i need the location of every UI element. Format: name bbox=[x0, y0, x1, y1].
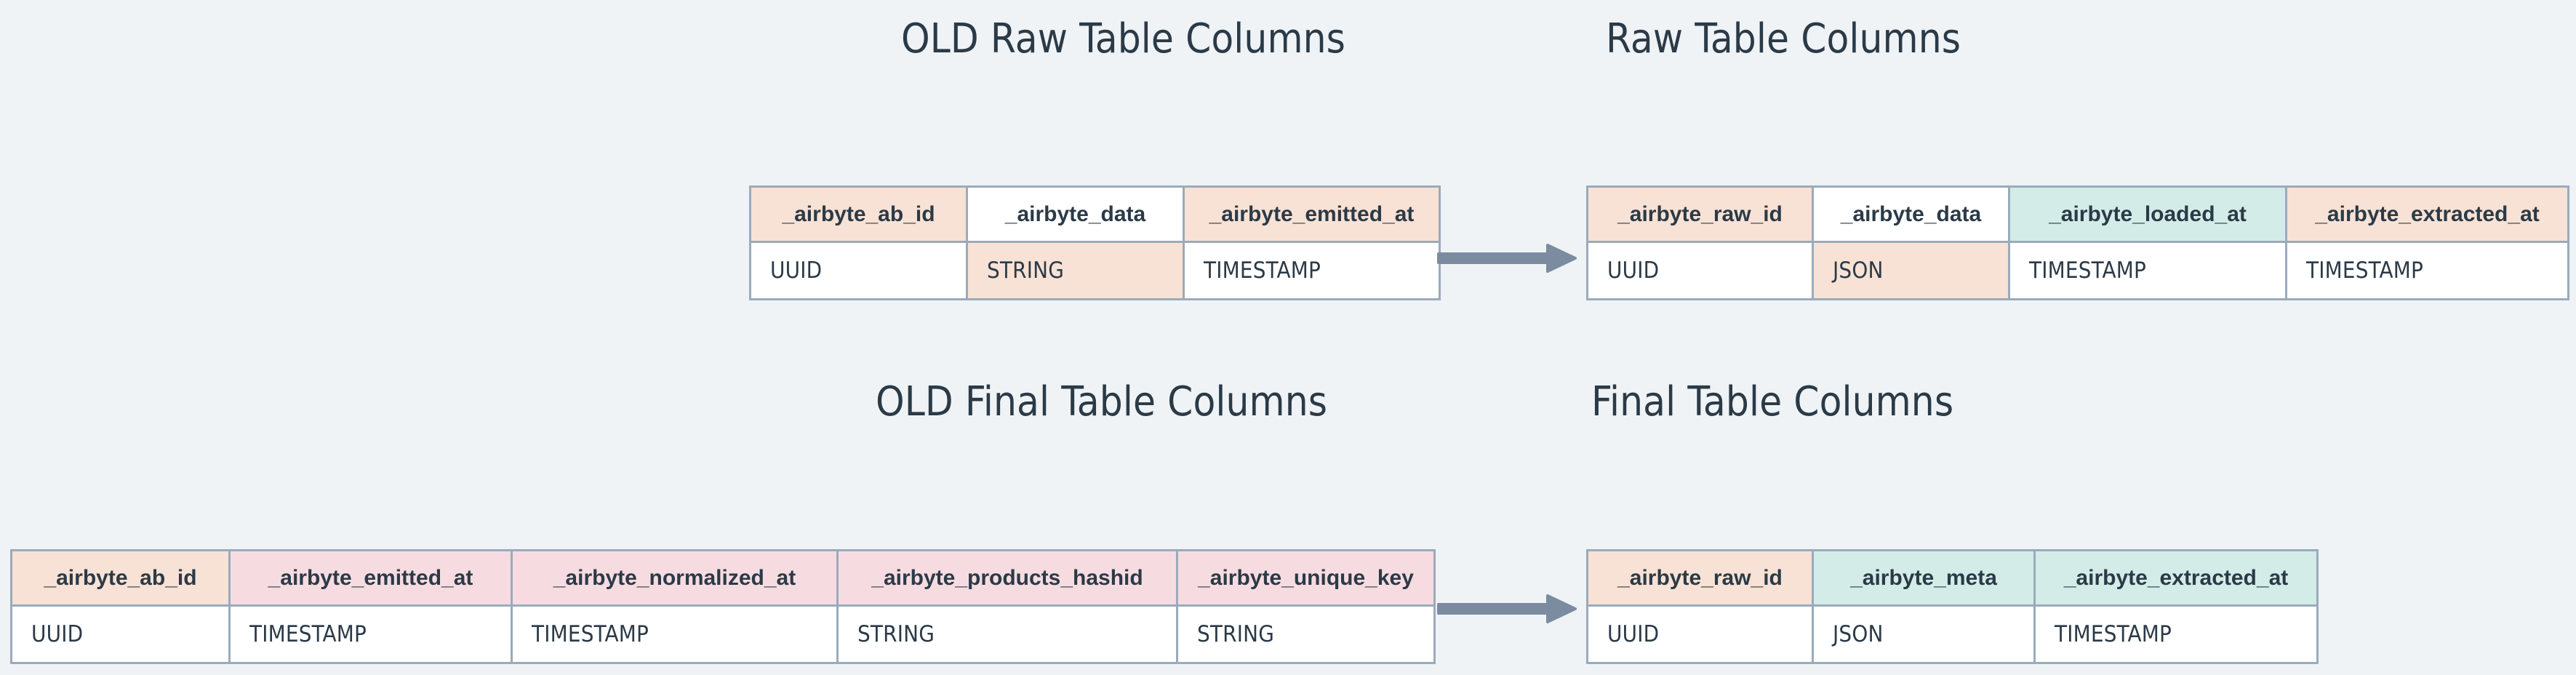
table-header-row: _airbyte_ab_id _airbyte_data _airbyte_em… bbox=[751, 188, 1439, 243]
column-type-cell: STRING bbox=[966, 243, 1183, 298]
old-raw-table: _airbyte_ab_id _airbyte_data _airbyte_em… bbox=[749, 185, 1441, 300]
column-header-cell: _airbyte_extracted_at bbox=[2033, 551, 2316, 607]
column-type-cell: UUID bbox=[1588, 243, 1812, 298]
column-header-cell: _airbyte_data bbox=[966, 188, 1183, 243]
column-header-cell: _airbyte_meta bbox=[1812, 551, 2033, 607]
column-header-cell: _airbyte_ab_id bbox=[12, 551, 228, 607]
old-final-table: _airbyte_ab_id _airbyte_emitted_at _airb… bbox=[10, 549, 1436, 664]
column-header-cell: _airbyte_raw_id bbox=[1588, 551, 1812, 607]
column-type-cell: TIMESTAMP bbox=[1183, 243, 1439, 298]
table-row: UUID JSON TIMESTAMP bbox=[1588, 607, 2316, 662]
column-type-cell: UUID bbox=[12, 607, 228, 662]
column-header-cell: _airbyte_products_hashid bbox=[836, 551, 1176, 607]
column-type-cell: TIMESTAMP bbox=[2285, 243, 2567, 298]
column-header-cell: _airbyte_loaded_at bbox=[2008, 188, 2285, 243]
final-migration-arrow bbox=[1437, 594, 1577, 623]
column-type-cell: TIMESTAMP bbox=[2033, 607, 2316, 662]
new-final-table: _airbyte_raw_id _airbyte_meta _airbyte_e… bbox=[1586, 549, 2319, 664]
new-raw-table: _airbyte_raw_id _airbyte_data _airbyte_l… bbox=[1586, 185, 2569, 300]
raw-migration-arrow bbox=[1437, 244, 1577, 273]
table-header-row: _airbyte_ab_id _airbyte_emitted_at _airb… bbox=[12, 551, 1433, 607]
column-header-cell: _airbyte_emitted_at bbox=[1183, 188, 1439, 243]
table-header-row: _airbyte_raw_id _airbyte_data _airbyte_l… bbox=[1588, 188, 2567, 243]
column-header-cell: _airbyte_unique_key bbox=[1176, 551, 1433, 607]
column-type-cell: TIMESTAMP bbox=[228, 607, 511, 662]
column-type-cell: JSON bbox=[1812, 243, 2008, 298]
column-type-cell: STRING bbox=[836, 607, 1176, 662]
column-type-cell: TIMESTAMP bbox=[511, 607, 836, 662]
title-old-raw-table-columns: OLD Raw Table Columns bbox=[901, 15, 1346, 63]
column-type-cell: UUID bbox=[751, 243, 966, 298]
table-row: UUID JSON TIMESTAMP TIMESTAMP bbox=[1588, 243, 2567, 298]
column-header-cell: _airbyte_extracted_at bbox=[2285, 188, 2567, 243]
column-header-cell: _airbyte_emitted_at bbox=[228, 551, 511, 607]
column-header-cell: _airbyte_ab_id bbox=[751, 188, 966, 243]
title-old-final-table-columns: OLD Final Table Columns bbox=[876, 378, 1328, 426]
title-raw-table-columns: Raw Table Columns bbox=[1606, 15, 1961, 63]
title-final-table-columns: Final Table Columns bbox=[1591, 378, 1954, 426]
column-type-cell: STRING bbox=[1176, 607, 1433, 662]
column-type-cell: TIMESTAMP bbox=[2008, 243, 2285, 298]
column-header-cell: _airbyte_normalized_at bbox=[511, 551, 836, 607]
column-type-cell: UUID bbox=[1588, 607, 1812, 662]
table-row: UUID TIMESTAMP TIMESTAMP STRING STRING bbox=[12, 607, 1433, 662]
column-header-cell: _airbyte_data bbox=[1812, 188, 2008, 243]
table-row: UUID STRING TIMESTAMP bbox=[751, 243, 1439, 298]
column-header-cell: _airbyte_raw_id bbox=[1588, 188, 1812, 243]
column-type-cell: JSON bbox=[1812, 607, 2033, 662]
table-header-row: _airbyte_raw_id _airbyte_meta _airbyte_e… bbox=[1588, 551, 2316, 607]
